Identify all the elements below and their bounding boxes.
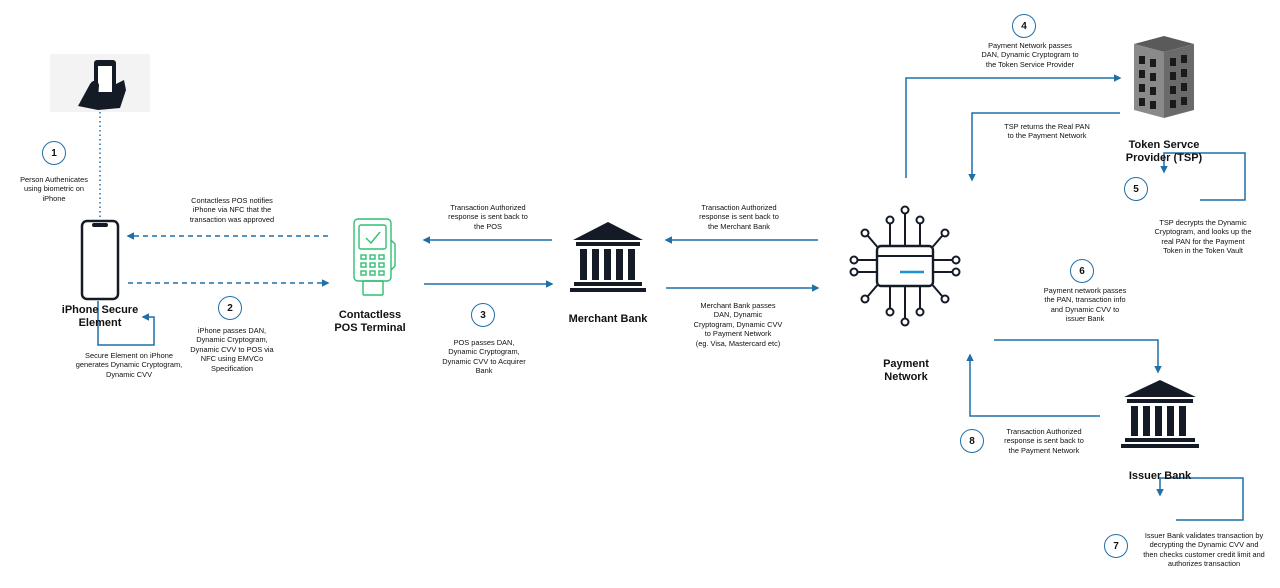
- step-8-badge: 8: [960, 429, 984, 453]
- arrow-tsp-loop: [1160, 152, 1246, 201]
- tsp-decrypts-text: TSP decrypts the Dynamic Cryptogram, and…: [1154, 218, 1252, 256]
- payment-network-label: Payment Network: [883, 358, 929, 383]
- merchant-bank-label: Merchant Bank: [568, 313, 648, 325]
- merchant-passes-text: Merchant Bank passes DAN, Dynamic Crypto…: [693, 301, 783, 348]
- connectors: [97, 74, 1246, 521]
- arrow-network-to-issuer: [994, 339, 1162, 374]
- auth-to-network-text: Transaction Authorized response is sent …: [1004, 427, 1084, 455]
- auth-to-pos-text: Transaction Authorized response is sent …: [448, 203, 528, 231]
- network-to-issuer-text: Payment network passes the PAN, transact…: [1043, 286, 1127, 324]
- pos-passes-text: POS passes DAN, Dynamic Cryptogram, Dyna…: [442, 338, 526, 376]
- arrow-issuer-loop: [1156, 477, 1244, 521]
- step-1-badge: 1: [42, 141, 66, 165]
- network-to-tsp-text: Payment Network passes DAN, Dynamic Cryp…: [981, 41, 1079, 69]
- step-4-badge: 4: [1012, 14, 1036, 38]
- tsp-returns-text: TSP returns the Real PAN to the Payment …: [1004, 122, 1090, 141]
- payment-network-icon: [849, 205, 961, 327]
- step-5-badge: 5: [1124, 177, 1148, 201]
- step-6-badge: 6: [1070, 259, 1094, 283]
- iphone-label: iPhone Secure Element: [61, 304, 139, 329]
- pos-label: Contactless POS Terminal: [334, 309, 406, 334]
- arrow-network-to-tsp: [905, 74, 1122, 178]
- merchant-bank-icon: [570, 222, 646, 292]
- step-2-badge: 2: [218, 296, 242, 320]
- step-7-badge: 7: [1104, 534, 1128, 558]
- iphone-passes-text: iPhone passes DAN, Dynamic Cryptogram, D…: [190, 326, 274, 373]
- hand-phone-icon: [50, 54, 150, 112]
- iphone-icon: [80, 219, 120, 301]
- auth-to-merchant-text: Transaction Authorized response is sent …: [699, 203, 779, 231]
- pos-notifies-text: Contactless POS notifies iPhone via NFC …: [189, 196, 275, 224]
- arrow-secure-element-loop: [97, 301, 155, 346]
- person-auth-text: Person Authenicates using biometric on i…: [20, 175, 88, 203]
- tsp-label: Token Servce Provider (TSP): [1125, 139, 1203, 164]
- pos-terminal-icon: [353, 218, 396, 296]
- issuer-validates-text: Issuer Bank validates transaction by dec…: [1143, 531, 1265, 569]
- arrow-tsp-to-network: [968, 112, 1120, 182]
- secure-element-text: Secure Element on iPhone generates Dynam…: [75, 351, 183, 379]
- issuer-bank-label: Issuer Bank: [1128, 470, 1192, 482]
- arrow-issuer-to-network: [966, 353, 1100, 417]
- issuer-bank-icon: [1121, 380, 1199, 448]
- token-building-icon: [1134, 36, 1194, 118]
- step-3-badge: 3: [471, 303, 495, 327]
